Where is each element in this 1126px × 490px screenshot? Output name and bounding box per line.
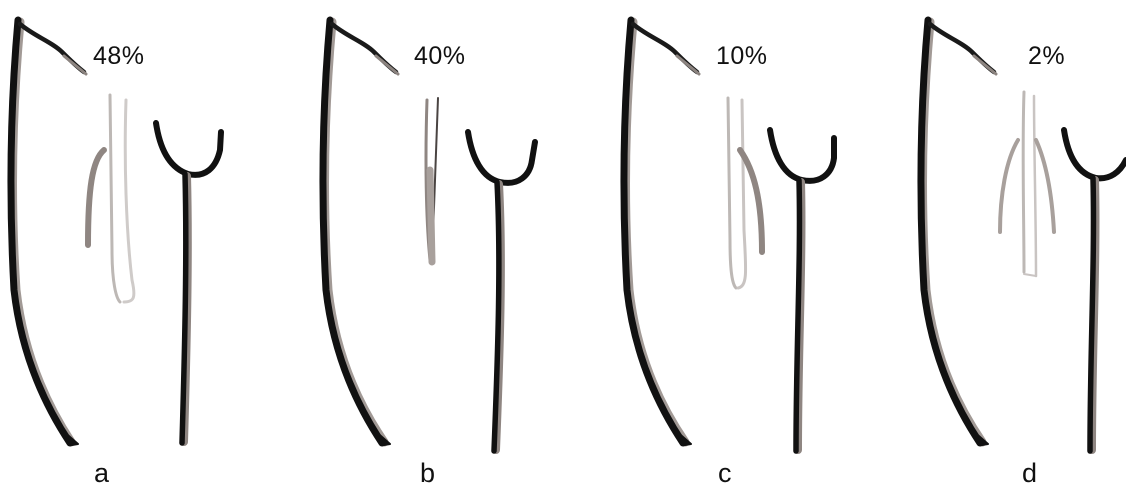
panel-d-right-stem [1090,178,1093,451]
panel-b: 40% b [310,0,610,490]
panel-b-right-stem [494,182,499,451]
panel-d: 2% d [906,0,1126,490]
panel-a-right-arc [156,123,221,175]
panel-c-left-contour-shadow [626,22,685,442]
panel-a-label: a [94,458,109,489]
panel-c-right-arc [770,130,834,181]
panel-b-drawing [310,0,610,490]
panel-c: 10% c [612,0,912,490]
panel-d-right-arc [1064,130,1126,178]
panel-a-inner-tube-left [110,95,120,302]
panel-d-inner-right-arc [1036,140,1054,232]
panel-a-left-contour-shadow [13,22,71,442]
panel-d-label: d [1022,458,1037,489]
panel-d-inner-tube-right [1034,96,1036,276]
panel-d-drawing [906,0,1126,490]
panel-c-label: c [718,458,732,489]
panel-c-right-stem [796,180,799,451]
panel-a-inner-tube-right [124,100,134,302]
panel-d-inner-tube-left [1023,92,1024,272]
panel-b-left-contour-shadow [325,22,384,442]
panel-b-inner-fill [430,170,432,262]
panel-a-percent: 48% [93,42,145,71]
panel-d-percent: 2% [1028,42,1065,71]
panel-d-inner-left-arc [1000,140,1018,232]
panel-b-right-arc [468,132,535,183]
panel-a: 48% a [0,0,300,490]
panel-b-percent: 40% [414,42,466,71]
panel-a-right-stem [182,174,186,443]
panel-c-inner-tube-right [738,100,746,288]
panel-b-label: b [420,458,435,489]
panel-c-inner-tube-left [728,98,736,288]
panel-d-left-contour-shadow [923,22,982,442]
panel-c-drawing [612,0,912,490]
panel-a-inner-left-arc [88,150,104,245]
panel-c-percent: 10% [716,42,768,71]
panel-a-drawing [0,0,300,490]
